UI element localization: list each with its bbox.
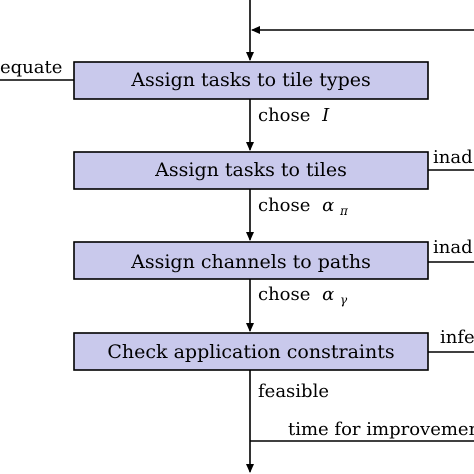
box-assign-tasks-to-tile-types: Assign tasks to tile types xyxy=(73,61,429,100)
box-assign-tasks-to-tiles: Assign tasks to tiles xyxy=(73,151,429,190)
side-label-right-constraints: infe xyxy=(440,327,474,348)
box-label-tile-types: Assign tasks to tile types xyxy=(130,69,370,91)
side-label-left-inadequate: equate xyxy=(0,57,62,78)
edge-label-chose-alpha-pi: chose α π xyxy=(258,195,349,218)
edge-label-chose-i: chose I xyxy=(258,105,330,126)
side-label-right-paths: inad xyxy=(433,237,473,258)
box-label-tiles: Assign tasks to tiles xyxy=(154,159,347,181)
box-label-paths: Assign channels to paths xyxy=(130,251,371,273)
edge-label-time-for-improvement: time for improvemen xyxy=(288,419,474,440)
box-check-application-constraints: Check application constraints xyxy=(73,332,429,371)
edge-label-feasible: feasible xyxy=(258,381,329,402)
side-label-right-tiles: inad xyxy=(433,147,473,168)
box-label-constraints: Check application constraints xyxy=(107,341,394,363)
box-assign-channels-to-paths: Assign channels to paths xyxy=(73,241,429,280)
edge-label-chose-alpha-gamma: chose α γ xyxy=(258,284,348,307)
